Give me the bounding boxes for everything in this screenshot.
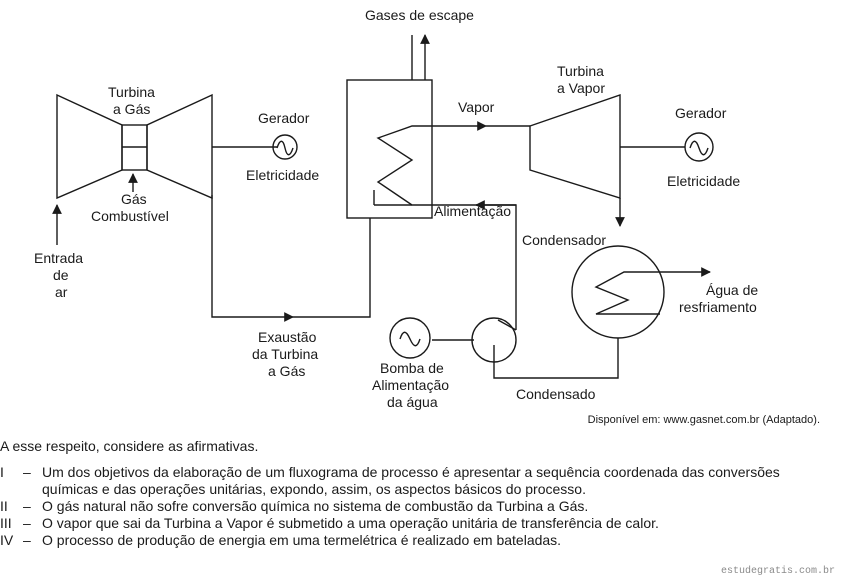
- label-gas-1: Gás: [121, 191, 147, 207]
- heat-recovery-boiler: [346, 79, 433, 219]
- generator-1-icon: [272, 134, 298, 160]
- gas-turbine: [56, 93, 213, 200]
- label-electricity-2: Eletricidade: [667, 173, 740, 189]
- label-condenser: Condensador: [522, 232, 606, 248]
- label-exhaust-1: Exaustão: [258, 329, 317, 345]
- statement-number: IV: [0, 532, 14, 548]
- label-cooling-water-2: resfriamento: [679, 299, 757, 315]
- label-air-inlet-1: Entrada: [34, 250, 83, 266]
- generator-2-icon: [684, 132, 714, 162]
- condenser-coil: [594, 271, 660, 315]
- statement-text: O gás natural não sofre conversão químic…: [42, 498, 589, 514]
- label-pump-1: Bomba de: [380, 360, 444, 376]
- label-feed: Alimentação: [434, 203, 511, 219]
- statement-number: III: [0, 515, 12, 531]
- label-exhaust-gases: Gases de escape: [365, 7, 474, 23]
- label-exhaust-3: a Gás: [268, 363, 305, 379]
- label-generator-1: Gerador: [258, 110, 310, 126]
- condensate-line: [493, 338, 619, 379]
- label-cooling-water-1: Água de: [706, 282, 758, 298]
- question-text: A esse respeito, considere as afirmativa…: [0, 438, 259, 454]
- label-gas-turbine-2: a Gás: [113, 101, 150, 117]
- label-generator-2: Gerador: [675, 105, 727, 121]
- statement-text-cont: químicas e das operações unitárias, expo…: [42, 481, 586, 497]
- steam-turbine: [529, 94, 621, 199]
- process-flow-diagram: Gases de escape Turbina a Gás Gerador El…: [34, 7, 758, 410]
- pump-motor-icon: [389, 317, 431, 359]
- label-condensate: Condensado: [516, 386, 596, 402]
- label-pump-2: Alimentação: [372, 377, 449, 393]
- label-electricity-1: Eletricidade: [246, 167, 319, 183]
- label-steam: Vapor: [458, 99, 495, 115]
- label-steam-turbine-1: Turbina: [557, 63, 604, 79]
- statement-text: Um dos objetivos da elaboração de um flu…: [42, 464, 780, 480]
- boiler-coil: [376, 125, 516, 206]
- label-pump-3: da água: [387, 394, 438, 410]
- statement-number: II: [0, 498, 8, 514]
- statement-number: I: [0, 464, 4, 480]
- label-air-inlet-3: ar: [55, 284, 68, 300]
- feed-line: [500, 204, 517, 330]
- label-air-inlet-2: de: [53, 267, 69, 283]
- label-gas-2: Combustível: [91, 208, 169, 224]
- source-citation: Disponível em: www.gasnet.com.br (Adapta…: [587, 414, 820, 426]
- statement-text: O processo de produção de energia em uma…: [42, 532, 562, 548]
- watermark: estudegratis.com.br: [720, 566, 835, 577]
- condenser: [571, 245, 665, 339]
- statement-text: O vapor que sai da Turbina a Vapor é sub…: [42, 515, 659, 531]
- label-gas-turbine-1: Turbina: [108, 84, 155, 100]
- label-steam-turbine-2: a Vapor: [557, 80, 605, 96]
- label-exhaust-2: da Turbina: [252, 346, 318, 362]
- exhaust-line: [211, 195, 294, 322]
